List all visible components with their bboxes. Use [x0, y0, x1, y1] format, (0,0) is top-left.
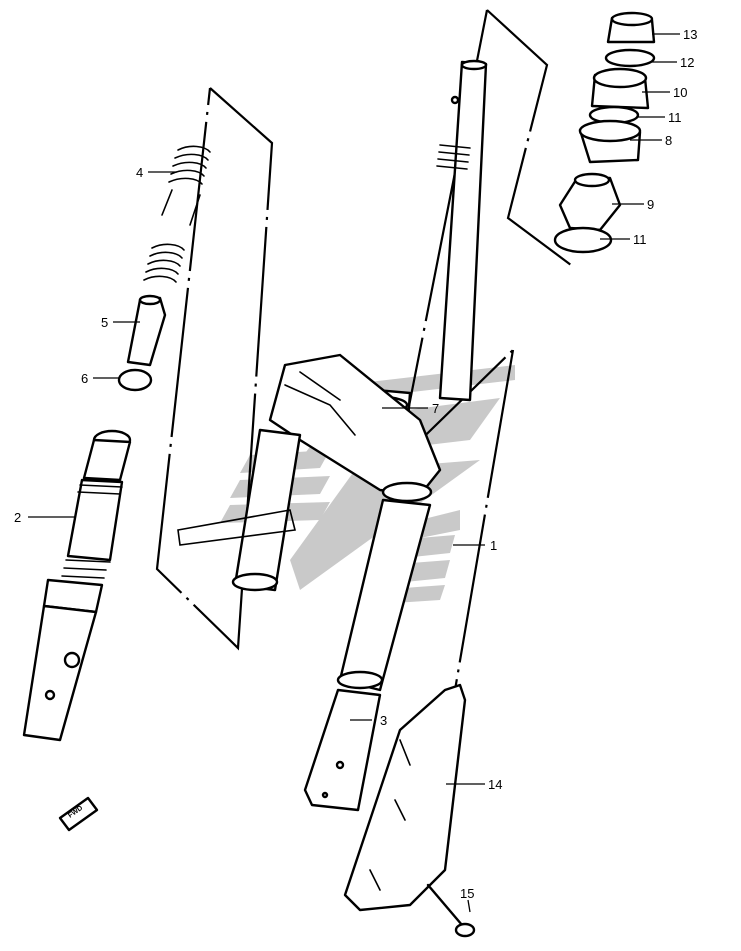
- callout-11-lower: 11: [633, 232, 647, 247]
- callout-8: 8: [665, 133, 672, 148]
- part-1-steering-stem: [355, 59, 488, 422]
- part-11-steel-balls-lower: [553, 226, 613, 254]
- fork-bridge: [268, 353, 442, 503]
- part-15-screw: [426, 883, 476, 938]
- bearing-stack: [553, 11, 656, 254]
- frame-top: [486, 9, 576, 269]
- callout-4: 4: [136, 165, 143, 180]
- part-6-oil-seal: [117, 368, 153, 392]
- part-12-washer: [604, 48, 656, 68]
- frame-center-right: [453, 349, 515, 691]
- callout-1: 1: [490, 538, 497, 553]
- callout-7: 7: [432, 401, 439, 416]
- callout-11-upper: 11: [668, 110, 682, 125]
- callout-3: 3: [380, 713, 387, 728]
- callout-14: 14: [488, 777, 502, 792]
- callouts: 1 2 3 4 5 6 7 8 9 10 11 11 12 13 14 15: [14, 27, 697, 913]
- callout-15: 15: [460, 886, 474, 901]
- callout-2: 2: [14, 510, 21, 525]
- part-5-spring-seat: [126, 294, 167, 367]
- callout-13: 13: [683, 27, 697, 42]
- frame-left: [155, 87, 274, 651]
- callout-5: 5: [101, 315, 108, 330]
- part-2-damper-rod: [22, 429, 132, 742]
- part-4-spring: [143, 145, 211, 283]
- fwd-direction-badge: FWD: [58, 796, 99, 832]
- part-14-fork-cover: [343, 683, 467, 912]
- callout-6: 6: [81, 371, 88, 386]
- callout-12: 12: [680, 55, 694, 70]
- callout-10: 10: [673, 85, 687, 100]
- callout-9: 9: [647, 197, 654, 212]
- left-fork-tube: [177, 428, 302, 592]
